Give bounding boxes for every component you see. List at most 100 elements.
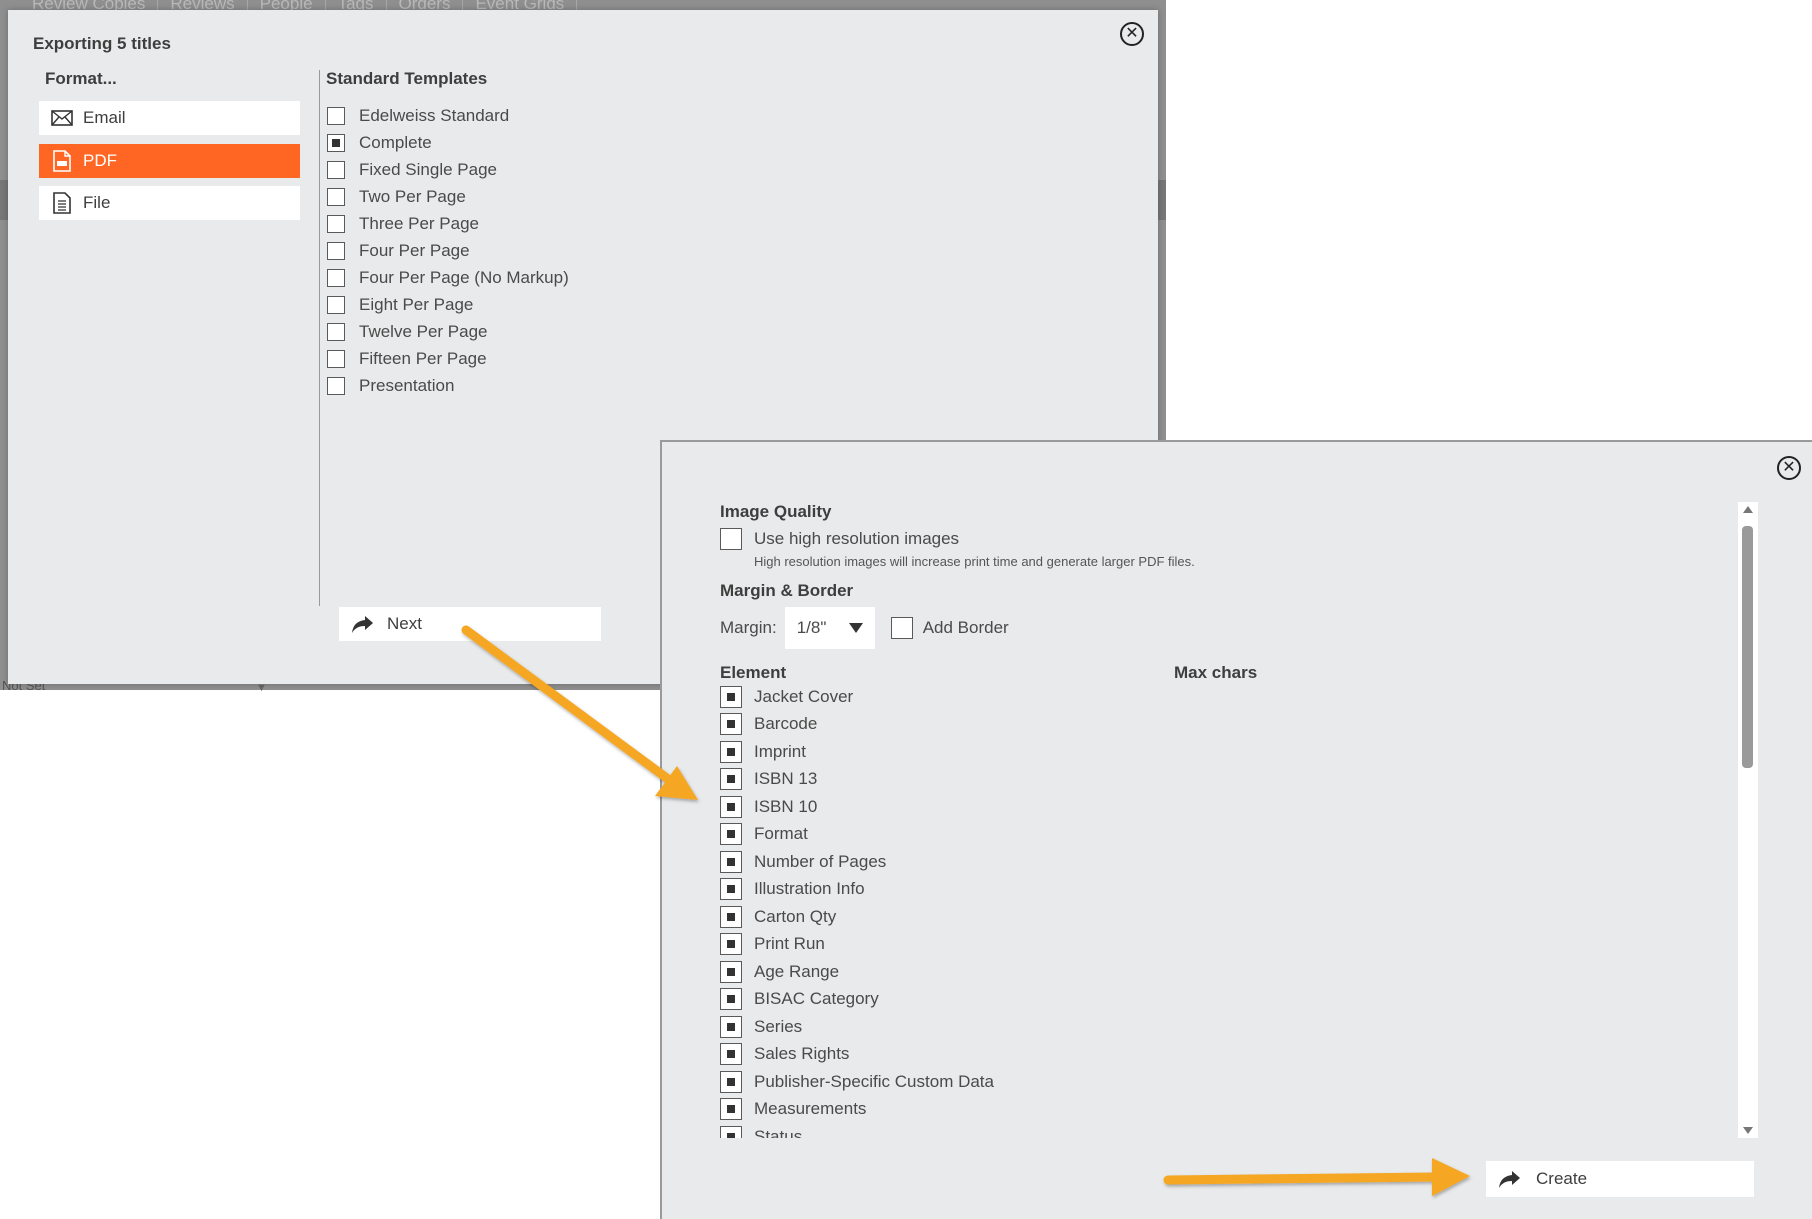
scroll-up-icon[interactable] (1743, 506, 1753, 513)
bg-tab: Orders (387, 0, 464, 13)
element-option[interactable]: Barcode (720, 711, 1620, 739)
checkbox[interactable] (327, 133, 345, 152)
element-option[interactable]: Series (720, 1013, 1620, 1041)
element-option[interactable]: ISBN 10 (720, 793, 1620, 821)
template-option[interactable]: Two Per Page (327, 183, 569, 210)
element-option[interactable]: Publisher-Specific Custom Data (720, 1068, 1620, 1096)
checkbox[interactable] (720, 850, 742, 873)
checkbox[interactable] (327, 214, 345, 233)
add-border-checkbox[interactable] (890, 617, 913, 639)
margin-select[interactable]: 1/8" (784, 607, 875, 649)
margin-border-heading: Margin & Border (720, 581, 854, 600)
checkbox[interactable] (720, 933, 742, 956)
template-option[interactable]: Twelve Per Page (327, 318, 569, 345)
checkbox[interactable] (720, 1070, 742, 1093)
pdf-icon (51, 150, 73, 172)
checkbox[interactable] (720, 795, 742, 818)
element-option[interactable]: ISBN 13 (720, 766, 1620, 794)
dialog-title: Exporting 5 titles (33, 34, 171, 53)
close-dialog-button[interactable]: ✕ (1120, 22, 1144, 46)
template-option[interactable]: Three Per Page (327, 210, 569, 237)
element-option[interactable]: BISAC Category (720, 986, 1620, 1014)
scrollbar-thumb[interactable] (1742, 526, 1753, 768)
element-option[interactable]: Measurements (720, 1096, 1620, 1124)
checkbox[interactable] (327, 376, 345, 395)
format-heading: Format... (45, 69, 117, 88)
element-option[interactable]: Print Run (720, 931, 1620, 959)
checkbox[interactable] (720, 713, 742, 736)
template-option[interactable]: Eight Per Page (327, 291, 569, 318)
template-option[interactable]: Four Per Page (327, 237, 569, 264)
template-label: Edelweiss Standard (359, 105, 510, 125)
margin-value: 1/8" (796, 618, 827, 637)
template-label: Twelve Per Page (359, 321, 488, 341)
checkbox[interactable] (720, 823, 742, 846)
next-button[interactable]: Next (339, 607, 601, 641)
checkbox[interactable] (720, 528, 742, 550)
checkbox[interactable] (720, 1125, 742, 1138)
create-button[interactable]: Create (1486, 1161, 1754, 1197)
checkbox[interactable] (327, 268, 345, 287)
high-res-option[interactable]: Use high resolution images (720, 526, 1620, 552)
checkbox[interactable] (327, 295, 345, 314)
element-option[interactable]: Status (720, 1123, 1620, 1138)
element-label: Age Range (754, 961, 840, 981)
element-option[interactable]: Jacket Cover (720, 683, 1620, 711)
element-label: Series (754, 1016, 803, 1036)
template-option[interactable]: Fifteen Per Page (327, 345, 569, 372)
checkbox[interactable] (327, 187, 345, 206)
checkbox[interactable] (720, 960, 742, 983)
checkbox[interactable] (720, 685, 742, 708)
format-option-email[interactable]: Email (39, 101, 300, 135)
checkbox[interactable] (720, 740, 742, 763)
checkbox[interactable] (327, 106, 345, 125)
template-option[interactable]: Four Per Page (No Markup) (327, 264, 569, 291)
template-option[interactable]: Complete (327, 129, 569, 156)
checkbox[interactable] (720, 988, 742, 1011)
template-label: Four Per Page (No Markup) (359, 267, 569, 287)
format-option-pdf[interactable]: PDF (39, 144, 300, 178)
element-option[interactable]: Imprint (720, 738, 1620, 766)
template-option[interactable]: Presentation (327, 372, 569, 399)
template-option[interactable]: Fixed Single Page (327, 156, 569, 183)
element-label: ISBN 10 (754, 796, 818, 816)
checkbox[interactable] (327, 241, 345, 260)
checkbox[interactable] (327, 322, 345, 341)
format-option-file[interactable]: File (39, 186, 300, 220)
element-option[interactable]: Sales Rights (720, 1041, 1620, 1069)
checkbox[interactable] (720, 768, 742, 791)
element-header: Element Max chars (720, 663, 1620, 683)
next-label: Next (387, 614, 422, 633)
element-option[interactable]: Carton Qty (720, 903, 1620, 931)
template-label: Four Per Page (359, 240, 470, 260)
element-option[interactable]: Format (720, 821, 1620, 849)
scrollbar[interactable] (1738, 502, 1758, 1138)
bg-tab: Event Grids (463, 0, 578, 13)
element-label: ISBN 13 (754, 769, 818, 789)
max-chars-heading: Max chars (1174, 663, 1258, 682)
scroll-down-icon[interactable] (1743, 1127, 1753, 1134)
checkbox[interactable] (720, 878, 742, 901)
bg-tab: Review Copies (20, 0, 159, 13)
checkbox[interactable] (720, 1015, 742, 1038)
element-option[interactable]: Illustration Info (720, 876, 1620, 904)
element-option[interactable]: Number of Pages (720, 848, 1620, 876)
format-option-label: Email (83, 108, 126, 127)
bg-tab: Tags (326, 0, 387, 13)
checkbox[interactable] (327, 349, 345, 368)
template-option[interactable]: Edelweiss Standard (327, 102, 569, 129)
image-quality-heading: Image Quality (720, 502, 832, 521)
element-option[interactable]: Age Range (720, 958, 1620, 986)
add-border-label: Add Border (922, 618, 1009, 637)
element-label: Publisher-Specific Custom Data (754, 1071, 994, 1091)
margin-label: Margin: (720, 618, 777, 637)
checkbox[interactable] (720, 1043, 742, 1066)
close-dialog-button[interactable]: ✕ (1777, 456, 1801, 480)
background-tabs: Review Copies Reviews People Tags Orders… (20, 0, 578, 13)
margin-row: Margin: 1/8" Add Border (720, 607, 1620, 649)
element-label: Print Run (754, 934, 825, 954)
checkbox[interactable] (327, 160, 345, 179)
checkbox[interactable] (720, 905, 742, 928)
checkbox[interactable] (720, 1098, 742, 1121)
template-label: Complete (359, 132, 432, 152)
